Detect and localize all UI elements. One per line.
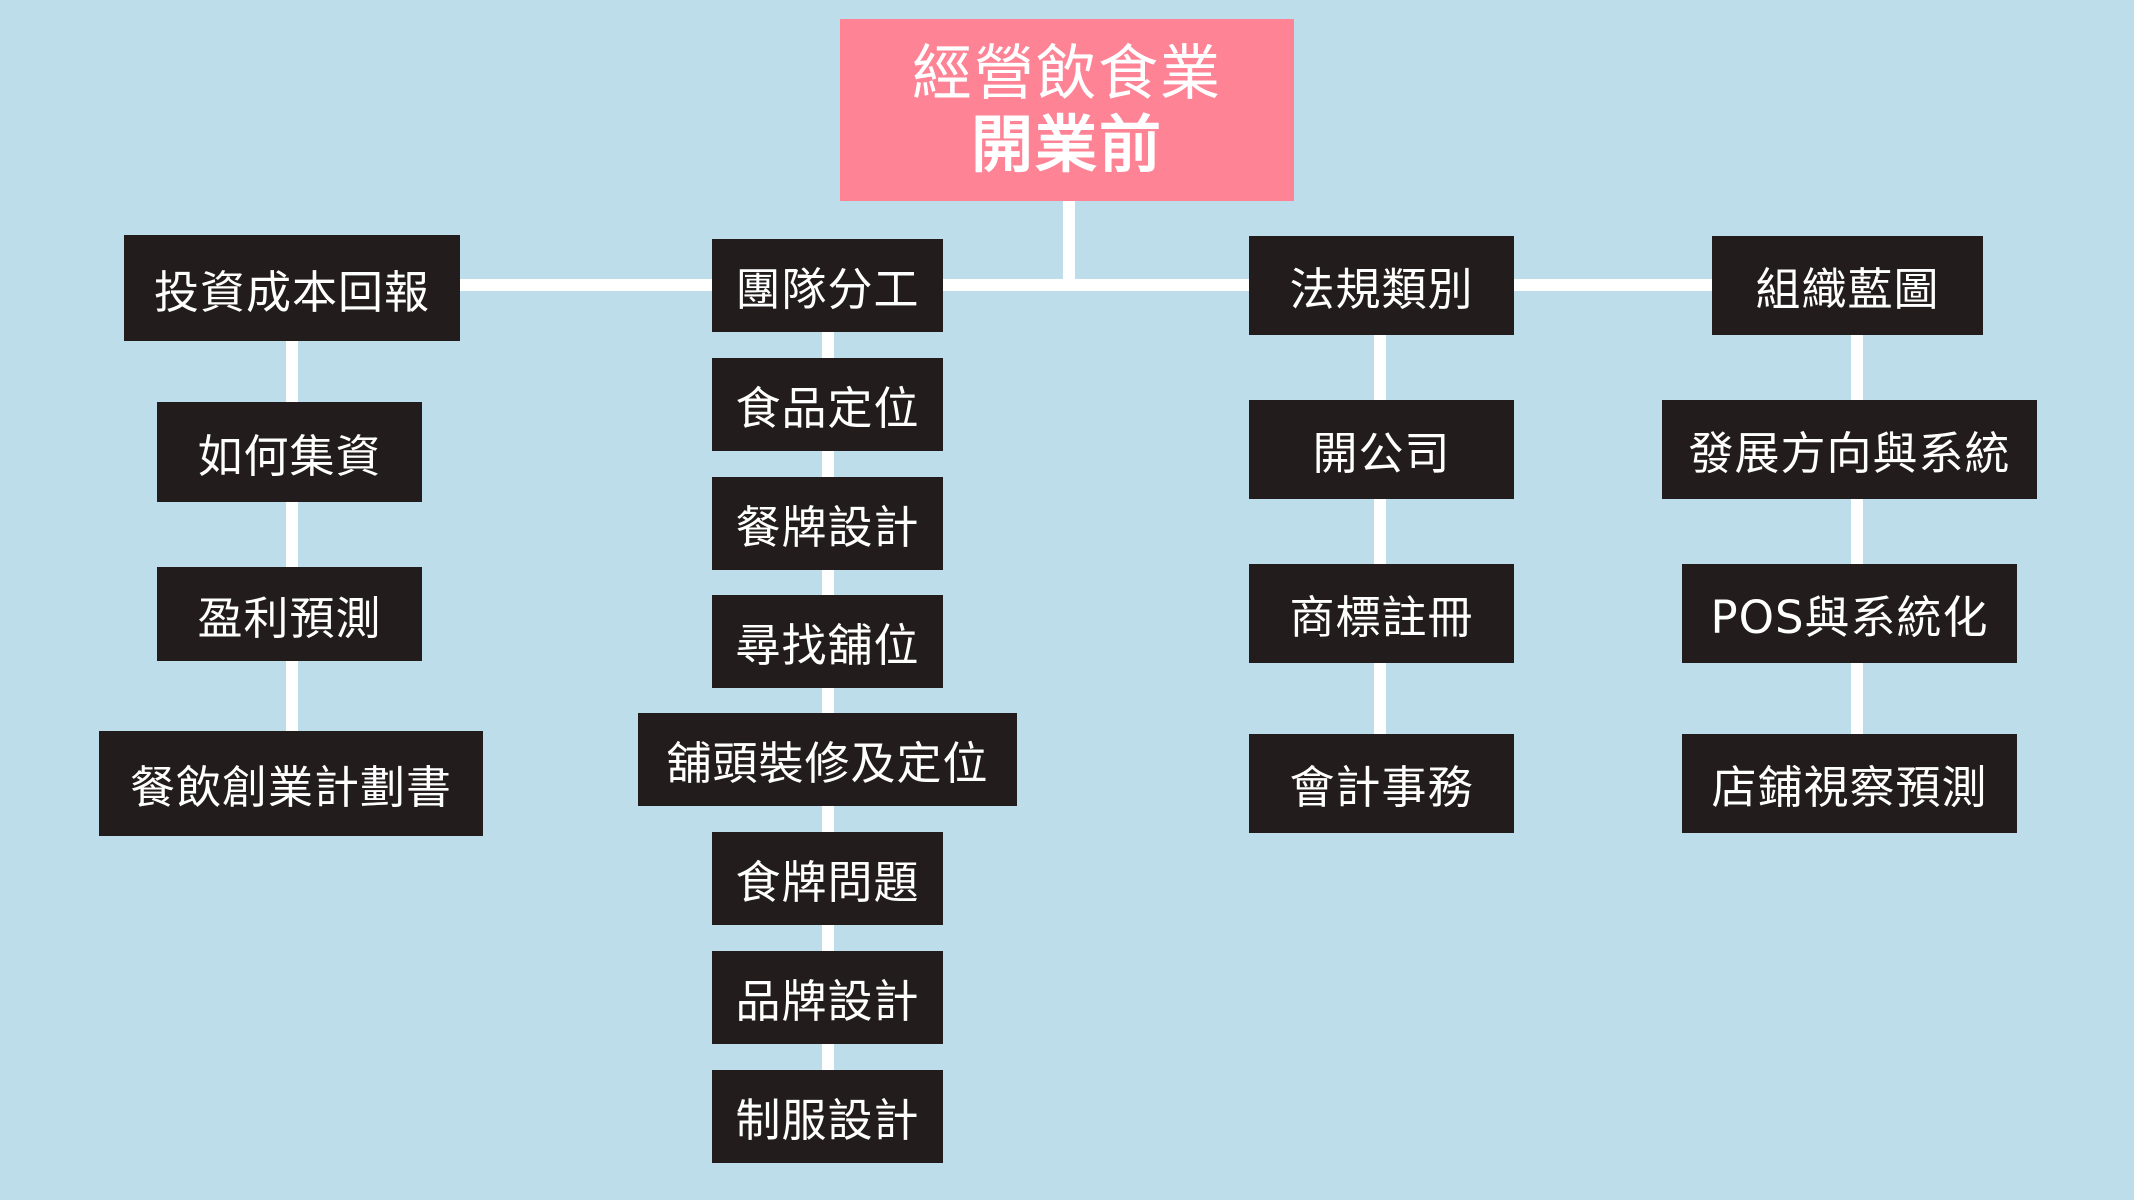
node-business-plan: 餐飲創業計劃書 [99, 731, 483, 836]
node-shop-inspection: 店鋪視察預測 [1682, 734, 2017, 833]
node-menu-design: 餐牌設計 [712, 477, 943, 570]
connector-column-1 [286, 340, 298, 734]
branch-header-team: 團隊分工 [712, 239, 943, 332]
node-fundraising: 如何集資 [157, 402, 422, 502]
node-brand-design: 品牌設計 [712, 951, 943, 1044]
node-shop-renovation: 舖頭裝修及定位 [638, 713, 1017, 806]
node-uniform-design: 制服設計 [712, 1070, 943, 1163]
node-trademark: 商標註冊 [1249, 564, 1514, 663]
node-food-positioning: 食品定位 [712, 358, 943, 451]
connector-column-3 [1374, 334, 1386, 738]
connector-horizontal-bar [459, 279, 1712, 291]
connector-column-4 [1851, 334, 1863, 740]
node-accounting: 會計事務 [1249, 734, 1514, 833]
root-node: 經營飲食業 開業前 [840, 19, 1294, 201]
node-open-company: 開公司 [1249, 400, 1514, 499]
node-development-system: 發展方向與系統 [1662, 400, 2037, 499]
node-license-issues: 食牌問題 [712, 832, 943, 925]
branch-header-org-blueprint: 組織藍圖 [1712, 236, 1983, 335]
node-pos-system: POS與系統化 [1682, 564, 2017, 663]
node-find-shop: 尋找舖位 [712, 595, 943, 688]
root-title: 經營飲食業 [912, 38, 1222, 109]
root-subtitle: 開業前 [970, 107, 1163, 181]
branch-header-investment: 投資成本回報 [124, 235, 460, 341]
branch-header-regulations: 法規類別 [1249, 236, 1514, 335]
connector-root-vertical [1063, 200, 1075, 285]
node-profit-forecast: 盈利預測 [157, 567, 422, 661]
